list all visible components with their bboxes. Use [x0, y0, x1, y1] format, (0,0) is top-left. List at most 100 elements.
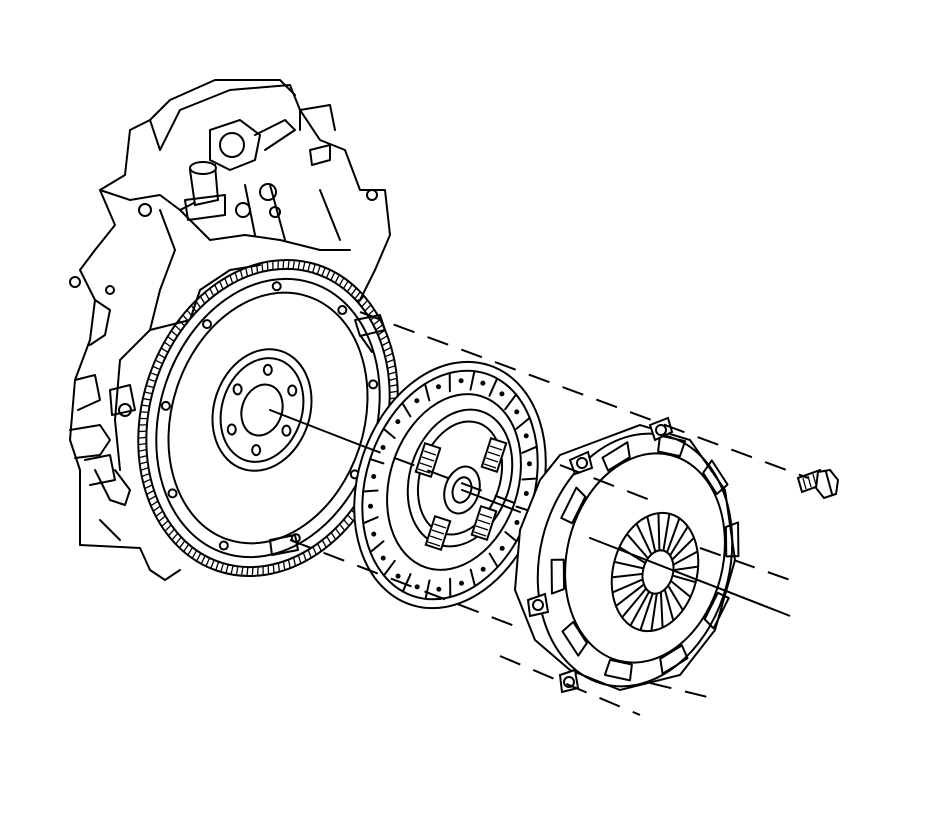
gear-tooth	[311, 263, 316, 273]
friction-slot	[504, 531, 518, 543]
gear-tooth	[330, 532, 337, 540]
clutch-disc-icon	[353, 360, 547, 610]
gear-tooth	[148, 495, 157, 501]
gear-tooth	[150, 500, 159, 507]
friction-slot	[469, 568, 476, 588]
gear-tooth	[150, 372, 159, 377]
friction-slot	[362, 516, 379, 525]
gear-tooth	[179, 540, 186, 549]
gear-tooth	[379, 335, 388, 341]
diaphragm-finger	[611, 573, 643, 579]
friction-slot	[504, 393, 518, 411]
flywheel-hole	[202, 319, 213, 330]
gear-tooth	[384, 352, 394, 358]
rivet	[380, 555, 386, 561]
diaphragm-finger	[639, 593, 654, 631]
hub-bolt-hole	[262, 363, 273, 376]
gear-tooth	[282, 561, 286, 571]
rivet	[499, 391, 505, 397]
gear-tooth	[357, 295, 365, 304]
gear-tooth	[389, 390, 398, 394]
gear-tooth	[338, 277, 345, 286]
gear-tooth	[261, 262, 264, 272]
gear-tooth	[186, 309, 193, 317]
gear-tooth	[302, 261, 306, 271]
diaphragm-finger	[657, 513, 661, 551]
rivet	[395, 573, 401, 579]
gear-tooth	[219, 281, 224, 290]
gear-tooth	[246, 566, 249, 577]
gear-tooth	[312, 546, 317, 555]
gear-tooth	[174, 324, 182, 332]
diaphragm-finger	[626, 533, 649, 559]
friction-slot	[424, 579, 431, 600]
gear-tooth	[381, 340, 390, 347]
gear-tooth	[297, 555, 302, 564]
diaphragm-finger	[673, 550, 698, 566]
gear-tooth	[317, 543, 322, 552]
rivet	[436, 384, 442, 390]
gear-tooth	[383, 346, 392, 352]
gear-tooth	[142, 478, 152, 484]
gear-tooth	[239, 269, 244, 279]
gear-tooth	[214, 284, 219, 293]
rivet	[436, 586, 442, 592]
gear-tooth	[292, 260, 296, 270]
gear-tooth	[152, 365, 161, 371]
gear-tooth	[155, 359, 163, 365]
gear-tooth	[251, 566, 254, 576]
rivet	[523, 433, 529, 439]
gear-tooth	[220, 563, 225, 573]
diaphragm-finger	[673, 565, 699, 571]
gear-tooth	[144, 484, 153, 490]
gear-tooth	[297, 260, 301, 270]
cover-window	[601, 441, 631, 472]
diaphragm-finger	[646, 516, 657, 552]
gear-tooth	[187, 547, 194, 556]
gear-tooth	[230, 565, 234, 575]
diaphragm-finger	[664, 589, 675, 621]
friction-slot	[369, 540, 385, 554]
gear-tooth	[147, 378, 156, 383]
diaphragm-finger	[612, 578, 643, 594]
gear-tooth	[346, 284, 353, 293]
gear-tooth	[342, 280, 349, 289]
gear-tooth	[361, 299, 369, 308]
gear-tooth	[204, 292, 210, 300]
diaphragm-finger	[621, 588, 647, 618]
diaphragm-finger	[635, 523, 652, 555]
cover-window	[561, 620, 588, 657]
gear-tooth	[200, 555, 206, 565]
friction-slot	[369, 458, 385, 465]
bolt-icon	[796, 468, 840, 500]
diaphragm-finger	[667, 585, 684, 611]
diaphragm-finger	[629, 591, 650, 626]
gear-tooth	[325, 269, 331, 279]
gear-tooth	[161, 520, 169, 527]
hub-bolt-hole	[251, 444, 262, 457]
gear-tooth	[210, 559, 215, 569]
flywheel-hole	[218, 540, 229, 551]
gear-tooth	[152, 505, 161, 512]
friction-slot	[382, 427, 396, 439]
gear-tooth	[199, 296, 206, 304]
rivet	[480, 380, 486, 386]
gear-tooth	[389, 384, 398, 388]
diaphragm-finger	[650, 593, 658, 631]
flywheel-hole	[160, 400, 171, 411]
flywheel-hole	[368, 379, 379, 390]
gear-tooth	[160, 347, 169, 353]
gear-tooth	[140, 411, 149, 414]
gear-tooth	[175, 536, 182, 545]
gear-tooth	[364, 304, 372, 312]
gear-tooth	[190, 304, 197, 313]
rivet	[458, 378, 464, 384]
gear-tooth	[146, 489, 155, 496]
gear-tooth	[321, 539, 327, 548]
rivet	[458, 580, 464, 586]
gear-tooth	[138, 455, 148, 459]
friction-slot	[382, 559, 396, 577]
gear-tooth	[334, 274, 340, 284]
gear-tooth	[140, 467, 149, 471]
gear-tooth	[167, 528, 175, 537]
